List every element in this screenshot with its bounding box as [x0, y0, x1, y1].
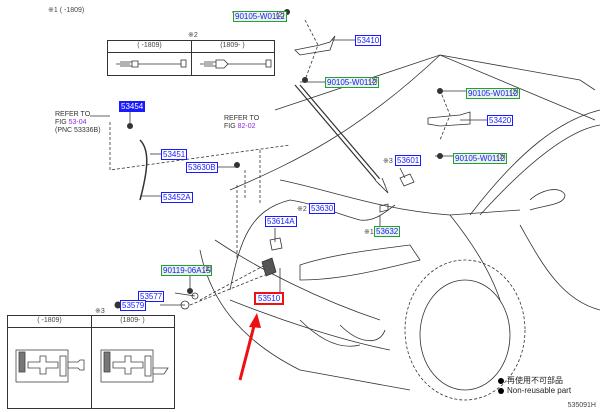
part-tag-53510-highlighted[interactable]: 53510 — [254, 292, 285, 305]
sensor-box-left-header: ( -1809) — [37, 317, 62, 324]
windshield — [439, 54, 596, 91]
hinge-53420 — [427, 111, 471, 127]
non-reusable-dot — [114, 301, 122, 309]
part-tag-90105-W0112-right2[interactable]: 90105-W0112 — [453, 153, 507, 164]
legend-item-en: Non-reusable part — [498, 386, 571, 396]
part-tag-53630[interactable]: 53630 — [309, 203, 336, 214]
lever-53632 — [379, 203, 389, 213]
hood-rod — [139, 139, 148, 201]
front-wheel — [404, 259, 526, 401]
bullet-icon — [498, 377, 504, 384]
figure-code: 535091H — [567, 402, 596, 409]
part-tag-90105-W0112-top1[interactable]: 90105-W0112 — [233, 11, 287, 22]
front-bumper — [199, 249, 411, 391]
note1-header: ※1 ( -1809) — [48, 7, 85, 14]
hood-lock-53510 — [261, 257, 277, 277]
part-tag-53454[interactable]: 53454 — [119, 101, 146, 112]
sensor-box-right-header: (1809- ) — [120, 317, 145, 324]
legend: 再使用不可部品 Non-reusable part — [498, 376, 571, 396]
part-tag-53452A[interactable]: 53452A — [161, 192, 193, 203]
reference-note-82-02: REFER TO FIG 82-02 — [224, 115, 260, 130]
sensor-variant-illustrations — [15, 349, 169, 383]
part-tag-90105-W0112-right1[interactable]: 90105-W0112 — [466, 88, 520, 99]
part-tag-90105-W0112-top2[interactable]: 90105-W0112 — [325, 77, 379, 88]
part-tag-53451[interactable]: 53451 — [161, 149, 188, 160]
hinge-53410 — [294, 35, 336, 56]
note-mark: ※3 — [383, 158, 393, 165]
hood-outline — [274, 54, 596, 121]
sensor-53601 — [399, 173, 415, 187]
qty-label: (2) — [497, 154, 506, 161]
headlight — [299, 244, 421, 281]
note3-mark: ※3 — [95, 308, 105, 315]
qty-label: (2) — [203, 266, 212, 273]
qty-label: (2) — [369, 78, 378, 85]
fig-link-82-02[interactable]: 82-02 — [237, 123, 256, 130]
cable-variant-box: ( -1809) (1809- ) — [107, 40, 275, 76]
clamp-53614A — [269, 237, 283, 251]
cable-box-left-header: ( -1809) — [137, 42, 162, 49]
reference-note-53-04: REFER TO FIG 53-04 (PNC 53336B) — [55, 111, 101, 134]
note2-mark: ※2 — [188, 32, 198, 39]
part-tag-53420[interactable]: 53420 — [487, 115, 514, 126]
part-tag-53577[interactable]: 53577 — [138, 291, 165, 302]
hood-prop-line — [294, 84, 381, 186]
part-tag-53632[interactable]: 53632 — [374, 226, 401, 237]
part-tag-90119-06A15[interactable]: 90119-06A15 — [161, 265, 213, 276]
note-mark: ※2 — [297, 206, 307, 213]
part-tag-53630B[interactable]: 53630B — [186, 162, 218, 173]
part-tag-53601[interactable]: 53601 — [395, 155, 422, 166]
note-mark: ※1 — [364, 229, 374, 236]
highlight-arrow — [238, 313, 261, 381]
cable-box-right-header: (1809- ) — [220, 42, 245, 49]
qty-label: (2) — [276, 12, 285, 19]
fig-link-53-04[interactable]: 53-04 — [68, 119, 87, 126]
bullet-icon — [498, 387, 504, 394]
part-tag-53410[interactable]: 53410 — [355, 35, 382, 46]
cable-variant-illustrations — [116, 59, 272, 69]
legend-item-jp: 再使用不可部品 — [498, 376, 571, 386]
part-tag-53614A[interactable]: 53614A — [265, 216, 297, 227]
sensor-variant-box: ( -1809) (1809- ) — [7, 315, 175, 409]
side-mirror — [529, 189, 566, 211]
part-tag-53579[interactable]: 53579 — [120, 300, 147, 311]
qty-label: (2) — [510, 89, 519, 96]
